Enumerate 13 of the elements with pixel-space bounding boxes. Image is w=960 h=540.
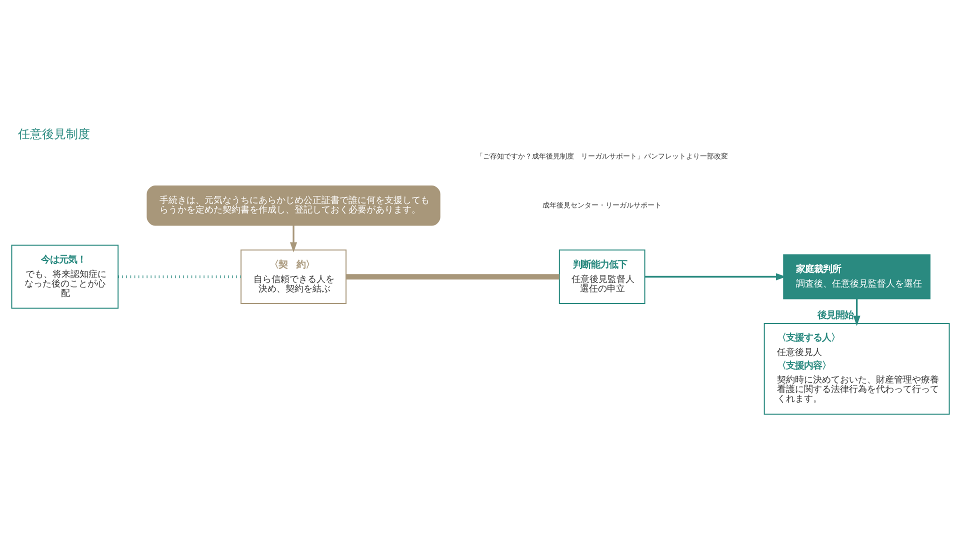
node-box: 〈支援する人〉 任意後見人 〈支援内容〉 契約時に決めておいた、財産管理や療養看護に関する法律行為を代わって行ってくれます。 [763,323,950,415]
node-box: 〈契 約〉 自ら信頼できる人を決め、契約を結ぶ [240,250,346,304]
arrow [289,225,297,252]
diagram-title: 任意後見制度 [18,127,90,142]
edge-label: 後見開始 [817,310,854,322]
node-box: 家庭裁判所 調査後、任意後見監督人を選任 [782,254,930,300]
connector [118,275,241,278]
node-box: 判断能力低下 任意後見監督人選任の申立 [558,250,645,304]
node-box: 手続きは、元気なうちにあらかじめ公正証書で誰に何を支援してもらうかを定めた契約書を作成し、登記しておく必要があります。 [146,186,440,226]
arrow [852,298,860,326]
arrow [644,273,786,280]
connector [346,274,559,280]
node-box: 今は元気！ でも、将来認知症になった後のことが心配 [10,244,118,309]
